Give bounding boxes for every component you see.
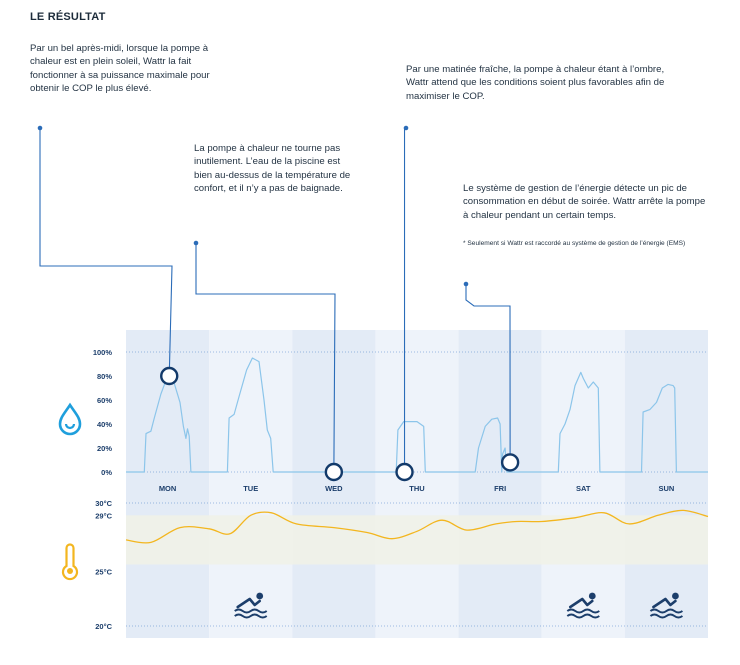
day-labels: MON TUE WED THU FRI SAT SUN [159,484,675,493]
day-label-mon: MON [159,484,177,493]
day-band-thu [375,330,459,638]
day-band-sun [624,330,708,638]
pump-axis-label: 100% [93,348,113,357]
swimmer-wave-bottom [566,613,600,619]
swimmer-body [236,597,262,609]
pump-axis-label: 20% [97,444,112,453]
swimmer-wave-top [234,608,268,614]
swimmer-wave-top [566,608,600,614]
thermometer-bulb [67,568,73,574]
callout-marker-wed [324,462,344,482]
water-drop-icon [58,402,82,436]
day-label-wed: WED [325,484,343,493]
axis-labels: 100% 80% 60% 40% 20% 0% 30°C 29°C 25°C 20°C [93,348,113,631]
day-band-sat [541,330,625,638]
leader-line-fri [465,284,511,463]
leader-dot-wed [193,240,199,246]
series [125,357,709,544]
day-band-fri [458,330,542,638]
callout-leaders [37,125,511,473]
leader-dot-fri [463,281,469,287]
day-label-thu: THU [409,484,424,493]
water-temperature-line [125,509,709,544]
swimmer-body [652,597,677,609]
leader-dot-mon [37,125,43,131]
swimmer-icon [649,592,684,619]
swimmer-wave-bottom [649,613,684,619]
note-thursday: Par une matinée fraîche, la pompe à chal… [406,64,665,102]
day-band-wed [292,330,376,638]
pump-power-line [126,357,708,473]
callout-marker-mon [160,366,179,386]
note-friday: Le système de gestion de l’énergie détec… [463,183,706,221]
temp-axis-label: 20°C [95,622,112,631]
leader-line-mon [39,128,173,377]
page-title: LE RÉSULTAT [30,11,106,23]
swimmer-head [588,592,596,600]
pump-axis-label: 0% [101,468,112,477]
swimmer-icon [566,592,600,619]
swimmer-head [672,592,679,600]
leader-line-wed [195,243,336,473]
swimmer-wave-bottom [234,613,268,619]
callout-markers [160,366,520,482]
swimmer-wave-top [649,608,684,614]
leader-dot-thu [403,125,409,131]
pump-axis-label: 80% [97,372,112,381]
pump-axis-label: 60% [97,396,112,405]
note-monday: Par un bel après-midi, lorsque la pompe … [30,43,210,95]
day-label-sun: SUN [659,484,675,493]
day-band-tue [209,330,293,638]
day-label-sat: SAT [576,484,591,493]
swimmer-head [256,592,264,600]
day-label-fri: FRI [494,484,506,493]
water-drop-outline [58,402,82,436]
icons [58,402,684,619]
comfort-zone [126,515,708,565]
temp-axis-label: 25°C [95,568,112,577]
temp-axis-label: 30°C [95,499,112,508]
day-bands [126,330,708,638]
note-tuesday: La pompe à chaleur ne tourne pas inutile… [194,143,351,195]
thermometer-outline [61,543,79,581]
water-drop-highlight [64,423,76,430]
note-friday-footnote: * Seulement si Wattr est raccordé au sys… [463,240,686,247]
callout-marker-fri [500,453,520,472]
callout-marker-thu [395,462,414,482]
swimmer-icon [234,592,268,619]
thermometer-icon [61,543,79,581]
day-label-tue: TUE [243,484,258,493]
temp-axis-label: 29°C [95,511,112,520]
pump-axis-label: 40% [97,420,112,429]
swimmer-body [568,597,594,609]
